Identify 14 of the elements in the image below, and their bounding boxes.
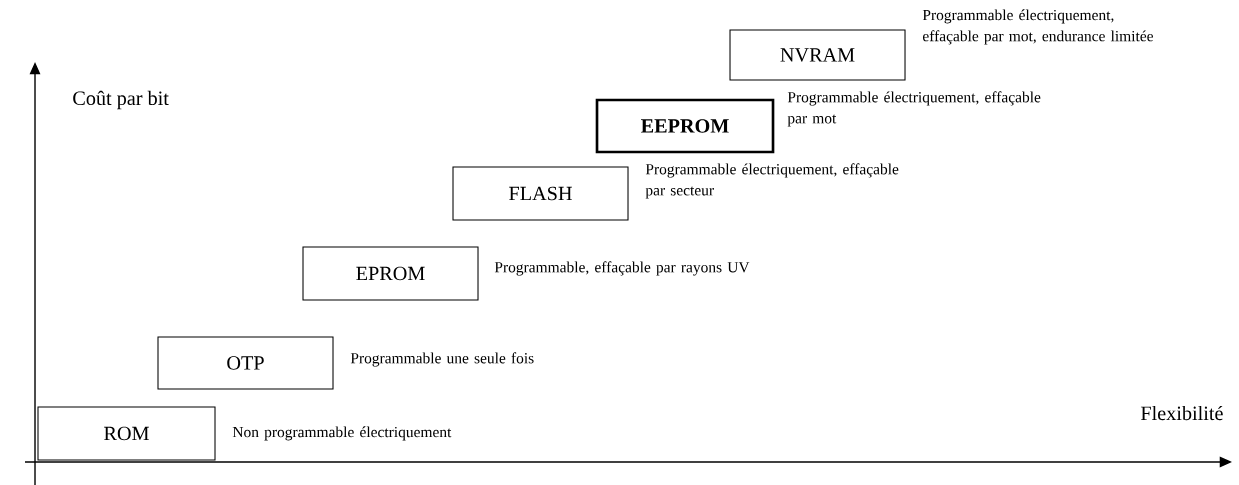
memory-box: OTP: [157, 336, 334, 390]
memory-box: NVRAM: [729, 29, 906, 81]
memory-box: EEPROM: [595, 98, 775, 154]
description-text: Programmable électriquement, effaçable par mot: [787, 91, 1041, 127]
axis-label: Coût par bit: [73, 90, 169, 110]
memory-box: EPROM: [302, 246, 479, 301]
description-text: Programmable électriquement, effaçable par secteur: [645, 163, 899, 199]
axis-label: Flexibilité: [1140, 405, 1223, 421]
description-text: Non programmable électriquement: [232, 426, 452, 441]
memory-box: ROM: [37, 406, 216, 461]
description-text: Programmable, effaçable par rayons UV: [494, 261, 750, 276]
description-text: Programmable une seule fois: [350, 352, 534, 367]
description-text: Programmable électriquement, effaçable par mot, endurance limitée: [922, 9, 1153, 45]
memory-box: FLASH: [452, 166, 629, 221]
